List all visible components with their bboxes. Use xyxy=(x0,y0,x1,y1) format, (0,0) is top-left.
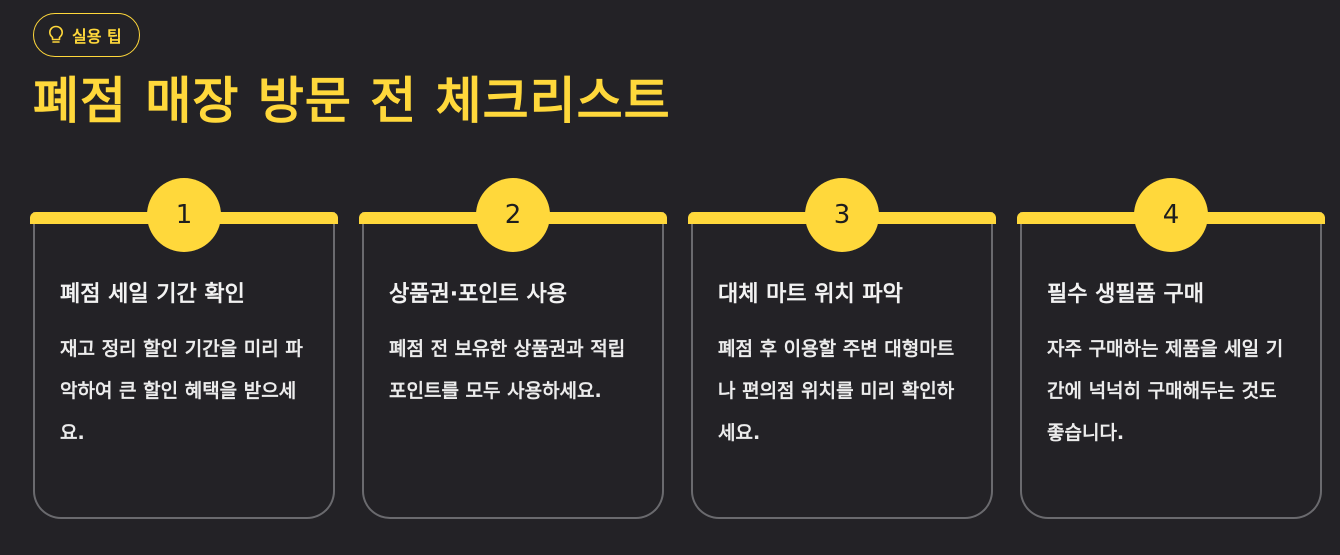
checklist-card: 4 필수 생필품 구매 자주 구매하는 제품을 세일 기간에 넉넉히 구매해두는… xyxy=(1017,178,1325,520)
card-frame xyxy=(362,212,664,519)
card-description: 폐점 전 보유한 상품권과 적립 포인트를 모두 사용하세요. xyxy=(389,338,626,402)
tip-badge-label: 실용 팁 xyxy=(72,27,122,46)
step-number-badge: 1 xyxy=(147,178,221,252)
lightbulb-icon xyxy=(48,25,64,45)
card-title: 필수 생필품 구매 xyxy=(1047,282,1204,307)
card-title: 상품권·포인트 사용 xyxy=(389,282,567,307)
card-frame xyxy=(691,212,993,519)
card-title: 대체 마트 위치 파악 xyxy=(718,282,903,307)
card-description: 자주 구매하는 제품을 세일 기간에 넉넉히 구매해두는 것도 좋습니다. xyxy=(1047,338,1284,444)
checklist-card: 1 폐점 세일 기간 확인 재고 정리 할인 기간을 미리 파악하여 큰 할인 … xyxy=(30,178,338,520)
step-number-badge: 4 xyxy=(1134,178,1208,252)
checklist-cards: 1 폐점 세일 기간 확인 재고 정리 할인 기간을 미리 파악하여 큰 할인 … xyxy=(30,178,1326,520)
card-frame xyxy=(1020,212,1322,519)
page-title: 폐점 매장 방문 전 체크리스트 xyxy=(33,72,671,130)
card-frame xyxy=(33,212,335,519)
step-number-badge: 3 xyxy=(805,178,879,252)
checklist-card: 3 대체 마트 위치 파악 폐점 후 이용할 주변 대형마트나 편의점 위치를 … xyxy=(688,178,996,520)
card-title: 폐점 세일 기간 확인 xyxy=(60,282,245,307)
card-description: 재고 정리 할인 기간을 미리 파악하여 큰 할인 혜택을 받으세요. xyxy=(60,338,303,444)
tip-badge: 실용 팁 xyxy=(33,13,140,57)
checklist-card: 2 상품권·포인트 사용 폐점 전 보유한 상품권과 적립 포인트를 모두 사용… xyxy=(359,178,667,520)
card-description: 폐점 후 이용할 주변 대형마트나 편의점 위치를 미리 확인하세요. xyxy=(718,338,955,444)
step-number-badge: 2 xyxy=(476,178,550,252)
